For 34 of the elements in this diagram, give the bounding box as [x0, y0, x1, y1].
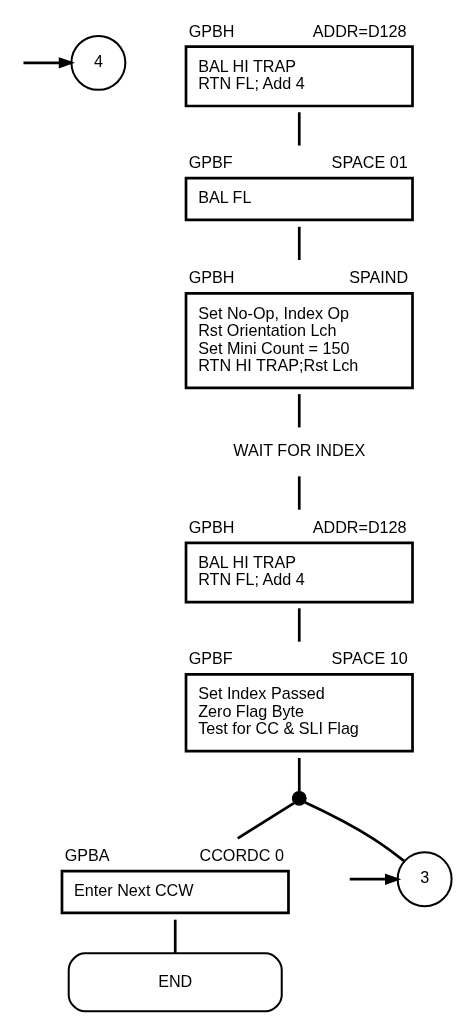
node-box: Set No-Op, Index Op Rst Orientation Lch Set Mini Count = 150 RTN HI TRAP;Rst Lch [184, 292, 414, 390]
node-label: SPACE 10 [331, 649, 408, 668]
node-box: Enter Next CCW [60, 869, 290, 915]
connector [237, 801, 295, 840]
connector [297, 394, 301, 428]
connector [297, 758, 301, 792]
node-circle: 4 [70, 34, 127, 91]
node-label: CCORDC 0 [199, 846, 284, 865]
connector [297, 112, 301, 146]
node-box: Set Index Passed Zero Flag Byte Test for CC & SLI Flag [184, 672, 414, 753]
node-label: ADDR=D128 [312, 21, 407, 40]
node-label: SPACE 01 [331, 153, 408, 172]
node-box: BAL HI TRAP RTN FL; Add 4 [184, 45, 414, 108]
connector [297, 608, 301, 642]
node-label: GPBH [188, 268, 235, 287]
node-circle [291, 790, 307, 806]
arrow [23, 57, 75, 69]
connector [297, 226, 301, 261]
connector [173, 919, 177, 954]
node-circle: 3 [396, 851, 453, 908]
node-label: GPBH [188, 21, 235, 40]
node-label: GPBH [188, 517, 235, 536]
connector [304, 801, 406, 863]
connector [297, 476, 301, 510]
node-label: ADDR=D128 [312, 517, 407, 536]
node-box: BAL HI TRAP RTN FL; Add 4 [184, 541, 414, 604]
node-label: GPBA [64, 846, 110, 865]
node-text: WAIT FOR INDEX [233, 441, 366, 460]
node-label: GPBF [188, 649, 233, 668]
arrow [349, 873, 402, 885]
node-label: SPAIND [349, 268, 409, 287]
node-box: BAL FL [184, 176, 414, 222]
node-box: END [67, 952, 283, 1013]
node-label: GPBF [188, 153, 233, 172]
